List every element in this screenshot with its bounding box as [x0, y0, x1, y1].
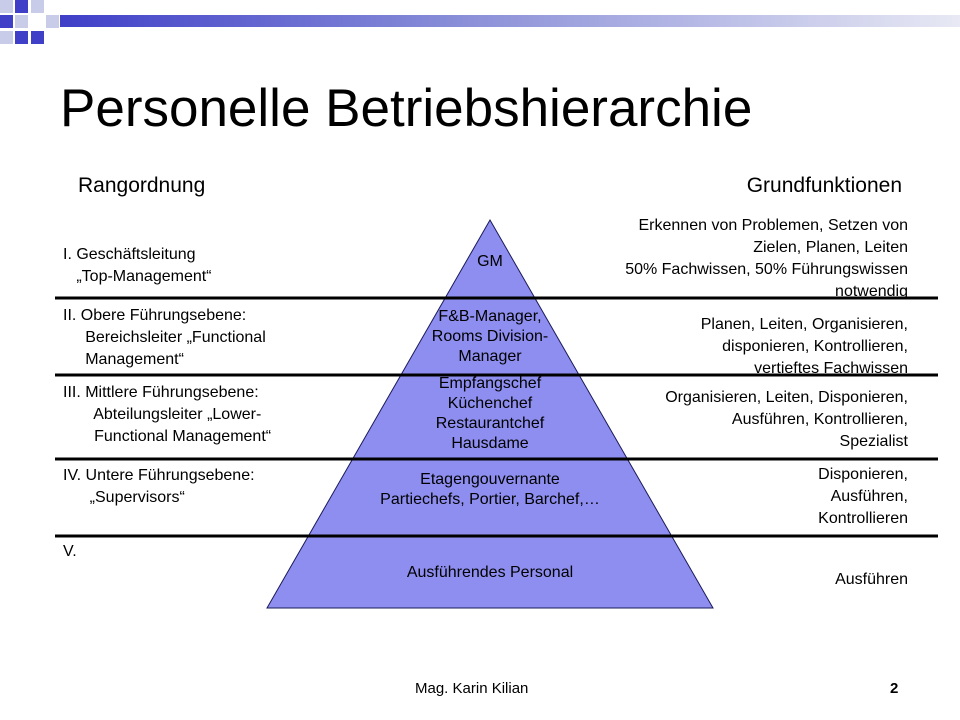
- page-number: 2: [890, 680, 899, 697]
- pyramid-level-2-text: F&B-Manager, Rooms Division- Manager: [431, 308, 549, 365]
- function-level-3: Organisieren, Leiten, Disponieren, Ausfü…: [665, 389, 908, 450]
- pyramid-level-1-text: GM: [477, 253, 503, 270]
- corner-square-light-1: [0, 0, 13, 13]
- rank-level-5: V.: [63, 543, 77, 560]
- corner-square-dark-1: [15, 0, 28, 13]
- left-column-heading: Rangordnung: [78, 174, 206, 197]
- rank-level-3: III. Mittlere Führungsebene: Abteilungsl…: [63, 384, 272, 445]
- function-level-5: Ausführen: [835, 571, 908, 588]
- corner-square-light-4: [15, 31, 28, 44]
- page-title: Personelle Betriebshierarchie: [60, 79, 753, 138]
- function-level-1: Erkennen von Problemen, Setzen von Ziele…: [625, 217, 908, 300]
- rank-level-4: IV. Untere Führungsebene: „Supervisors“: [63, 467, 255, 506]
- corner-square-light-5: [46, 15, 59, 28]
- right-column-heading: Grundfunktionen: [746, 174, 902, 197]
- pyramid-level-3-text: Empfangschef Küchenchef Restaurantchef H…: [435, 375, 545, 452]
- corner-square-dark-3: [0, 31, 13, 44]
- pyramid-level-5-text: Ausführendes Personal: [406, 564, 574, 581]
- function-level-2: Planen, Leiten, Organisieren, disponiere…: [700, 316, 908, 374]
- corner-square-light-3: [15, 15, 28, 28]
- corner-square-light-2: [31, 0, 44, 13]
- rank-level-2: II. Obere Führungsebene: Bereichsleiter …: [63, 307, 266, 368]
- pyramid-level-4-text: Etagengouvernante Partiechefs, Portier, …: [380, 471, 600, 508]
- header-gradient-bar: [60, 15, 960, 27]
- function-level-4: Disponieren, Ausführen, Kontrollieren: [818, 466, 908, 527]
- rank-level-1: I. Geschäftsleitung „Top-Management“: [63, 246, 212, 285]
- corner-square-dark-4: [31, 31, 44, 44]
- pyramid-shape: [266, 218, 714, 609]
- footer-author: Mag. Karin Kilian: [415, 680, 529, 697]
- corner-square-dark-2: [0, 15, 13, 28]
